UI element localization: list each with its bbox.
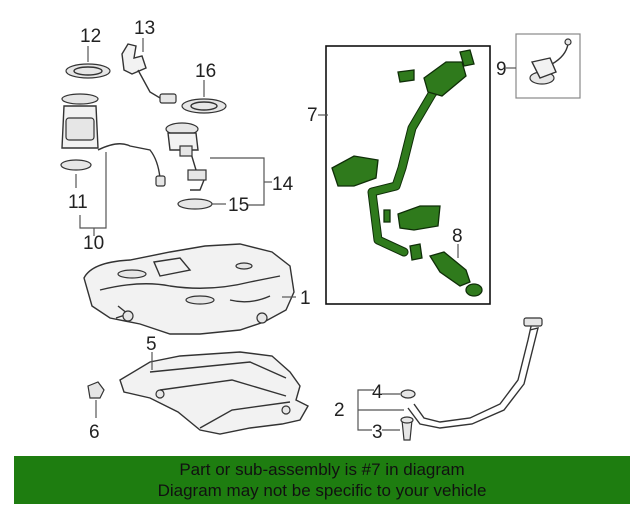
callout-3: 3 [372, 422, 383, 443]
banner-line-1: Part or sub-assembly is #7 in diagram [179, 460, 465, 479]
callout-6: 6 [89, 422, 100, 443]
callout-10: 10 [83, 233, 104, 254]
fuel-filler-pipe [331, 49, 483, 297]
fuel-tank [83, 243, 296, 335]
callout-4: 4 [372, 382, 383, 403]
callout-2: 2 [334, 400, 345, 421]
tank-strap-group [357, 317, 543, 441]
fuel-sender-group [165, 80, 272, 210]
fuel-pump-module-group [60, 38, 177, 236]
callout-13: 13 [134, 18, 155, 39]
callout-15: 15 [228, 195, 249, 216]
callout-1: 1 [300, 288, 311, 309]
callout-5: 5 [146, 334, 157, 355]
callout-8: 8 [452, 226, 463, 247]
filler-pipe-box [318, 45, 491, 305]
info-banner: Part or sub-assembly is #7 in diagram Di… [14, 456, 630, 504]
callout-16: 16 [195, 61, 216, 82]
parts-diagram: 12 13 16 11 10 14 15 1 5 6 2 4 3 7 8 9 [60, 18, 581, 443]
callout-12: 12 [80, 26, 101, 47]
tank-shield [119, 351, 309, 435]
bolt-6 [87, 381, 105, 418]
callout-14: 14 [272, 174, 294, 195]
banner-line-2: Diagram may not be specific to your vehi… [157, 481, 487, 500]
callout-7: 7 [307, 105, 318, 126]
callout-9: 9 [496, 59, 507, 80]
callout-11: 11 [68, 192, 88, 213]
fuel-cap-inset [506, 33, 581, 99]
